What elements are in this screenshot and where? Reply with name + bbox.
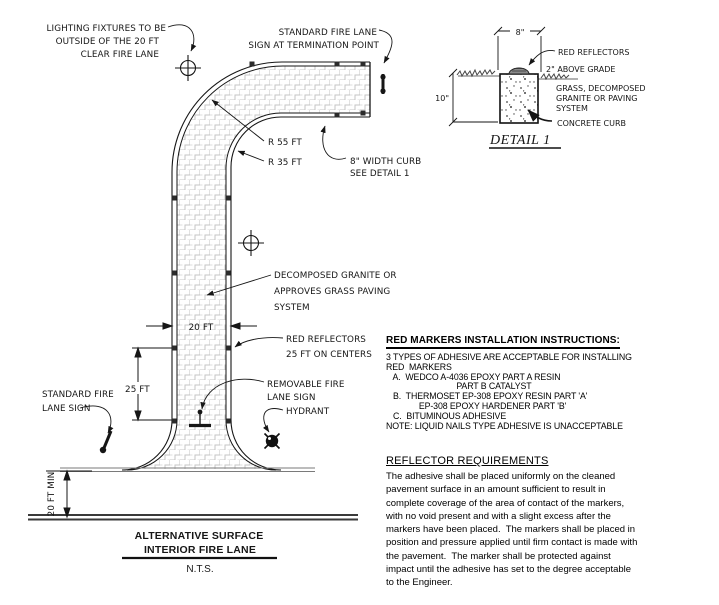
instructions-body: 3 TYPES OF ADHESIVE ARE ACCEPTABLE FOR I… <box>386 352 632 431</box>
standard-sign-note: STANDARD FIRE <box>42 390 114 400</box>
reflectors-note: 25 FT ON CENTERS <box>286 350 372 360</box>
fire-lane-surface <box>127 66 370 469</box>
hydrant-label: HYDRANT <box>286 407 330 417</box>
lighting-note: CLEAR FIRE LANE <box>81 50 159 60</box>
hydrant-icon <box>263 432 281 450</box>
detail-concrete-curb-label: CONCRETE CURB <box>557 119 626 128</box>
detail-grass-label: GRANITE OR PAVING <box>556 94 637 103</box>
dim-20ft-lane-width <box>146 322 257 330</box>
radius-outer-label: R 55 FT <box>268 138 302 148</box>
dim-20ft-label: 20 FT <box>189 323 214 333</box>
grade-line <box>458 75 578 80</box>
lighting-note: LIGHTING FIXTURES TO BE <box>47 24 166 34</box>
detail-title: DETAIL 1 <box>489 133 551 148</box>
dim-8in <box>493 26 546 72</box>
standard-sign-icon <box>99 430 113 454</box>
light-fixture-icon <box>175 55 201 81</box>
paving-note: DECOMPOSED GRANITE OR <box>274 271 397 281</box>
detail-above-grade-label: 2" ABOVE GRADE <box>546 65 615 74</box>
drawing-title: INTERIOR FIRE LANE <box>144 544 256 556</box>
detail-dim8-label: 8" <box>516 28 525 37</box>
dim-text-mask <box>123 382 157 394</box>
red-reflector-markers <box>171 61 366 424</box>
street-edge-lines <box>60 467 315 472</box>
detail-grass-label: GRASS, DECOMPOSED <box>556 84 646 93</box>
reflectors-note: RED REFLECTORS <box>286 335 366 345</box>
grass-symbol <box>540 72 570 81</box>
dim-20ft-min-label: 20 FT MIN <box>47 472 57 517</box>
reflector-requirements: REFLECTOR REQUIREMENTS The adhesive shal… <box>386 455 698 590</box>
red-markers-instructions: RED MARKERS INSTALLATION INSTRUCTIONS: 3… <box>386 330 686 431</box>
leader-lines <box>79 24 393 434</box>
removable-sign-icon <box>189 409 211 428</box>
detail-1: RED REFLECTORS 2" ABOVE GRADE GRASS, DEC… <box>435 26 646 149</box>
detail-dim10-label: 10" <box>435 94 449 103</box>
leader-red-reflectors <box>528 49 556 66</box>
instructions-heading: RED MARKERS INSTALLATION INSTRUCTIONS: <box>386 335 620 349</box>
standard-sign-note: LANE SIGN <box>42 404 91 414</box>
termination-note: STANDARD FIRE LANE <box>279 28 377 38</box>
termination-note: SIGN AT TERMINATION POINT <box>248 41 379 51</box>
light-fixture-icon <box>238 230 264 256</box>
curb-width-note: SEE DETAIL 1 <box>350 169 410 179</box>
curb-lines <box>121 61 371 471</box>
paving-note: SYSTEM <box>274 303 310 313</box>
street-lines <box>28 514 358 521</box>
dim-25ft-label: 25 FT <box>125 385 150 395</box>
paving-note: APPROVES GRASS PAVING <box>274 287 390 297</box>
concrete-curb-section <box>499 73 539 124</box>
detail-red-reflectors-label: RED REFLECTORS <box>558 48 629 57</box>
dome-texture <box>512 68 526 72</box>
dim-20ft-min-setback <box>46 469 92 519</box>
detail-grass-label: SYSTEM <box>556 104 588 113</box>
curb-width-note: 8" WIDTH CURB <box>350 157 421 167</box>
removable-sign-note: LANE SIGN <box>267 393 316 403</box>
grass-symbol <box>456 68 496 78</box>
requirements-body: The adhesive shall be placed uniformly o… <box>386 471 638 589</box>
removable-sign-note: REMOVABLE FIRE <box>267 380 345 390</box>
radius-inner-label: R 35 FT <box>268 158 302 168</box>
lighting-note: OUTSIDE OF THE 20 FT <box>56 37 160 47</box>
leader-concrete-curb <box>527 109 553 122</box>
termination-sign-icon <box>380 74 386 94</box>
requirements-heading: REFLECTOR REQUIREMENTS <box>386 455 549 467</box>
dim-10in <box>448 68 498 127</box>
drawing-scale: N.T.S. <box>186 564 213 575</box>
drawing-title: ALTERNATIVE SURFACE <box>135 530 264 542</box>
